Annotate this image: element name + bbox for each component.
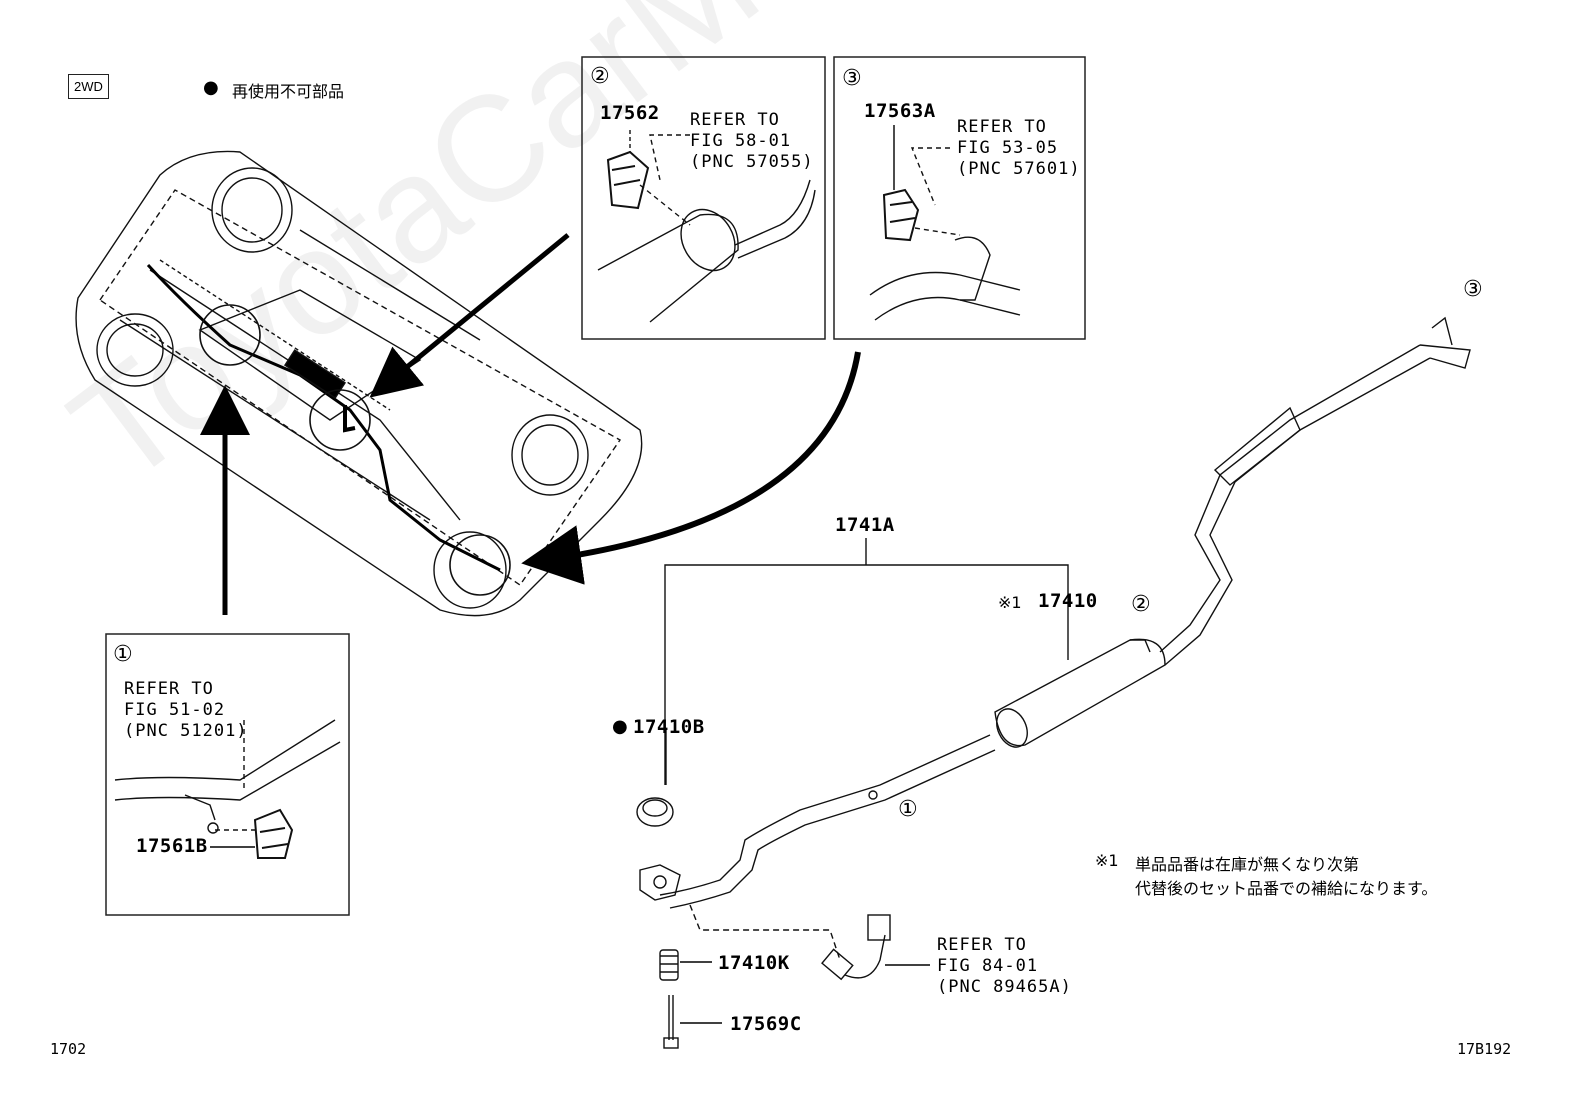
box1-refer: REFER TO FIG 51-02 (PNC 51201): [124, 679, 248, 741]
box2-art: [597, 130, 816, 323]
vehicle-underbody: [75, 150, 643, 617]
box3-art: [869, 125, 1021, 321]
muffler-note-mark: ※1: [998, 593, 1022, 612]
box3-refer: REFER TO FIG 53-05 (PNC 57601): [957, 117, 1081, 179]
callout-1: ①: [898, 797, 918, 822]
legend-text: 再使用不可部品: [232, 82, 345, 101]
legend-bullet: ●: [203, 77, 219, 98]
note-mark: ※1: [1095, 851, 1119, 870]
page-code-left: 1702: [50, 1040, 87, 1058]
callout-3: ③: [1463, 277, 1483, 302]
page-code-right: 17B192: [1457, 1040, 1512, 1058]
box2-refer: REFER TO FIG 58-01 (PNC 57055): [690, 110, 814, 172]
part-17410: 17410: [1038, 590, 1098, 612]
gasket-bullet: ●: [612, 716, 628, 737]
part-17569C: 17569C: [730, 1013, 802, 1035]
note-line1: 単品品番は在庫が無くなり次第: [1135, 855, 1360, 874]
box3-number: ③: [842, 66, 862, 91]
box2-number: ②: [590, 64, 610, 89]
note-line2: 代替後のセット品番での補給になります。: [1135, 879, 1438, 898]
box1-art: [114, 719, 341, 859]
part-17410B: 17410B: [633, 716, 705, 738]
part-17410K: 17410K: [718, 952, 790, 974]
callout-2: ②: [1131, 592, 1151, 617]
box1-number: ①: [113, 642, 133, 667]
part-17561B: 17561B: [136, 835, 208, 857]
part-17563A: 17563A: [864, 100, 936, 122]
drive-type-badge: 2WD: [68, 74, 109, 99]
exhaust-assembly: [636, 316, 1471, 1049]
part-17562: 17562: [600, 102, 660, 124]
sensor-refer: REFER TO FIG 84-01 (PNC 89465A): [937, 935, 1072, 997]
part-1741A: 1741A: [835, 514, 895, 536]
